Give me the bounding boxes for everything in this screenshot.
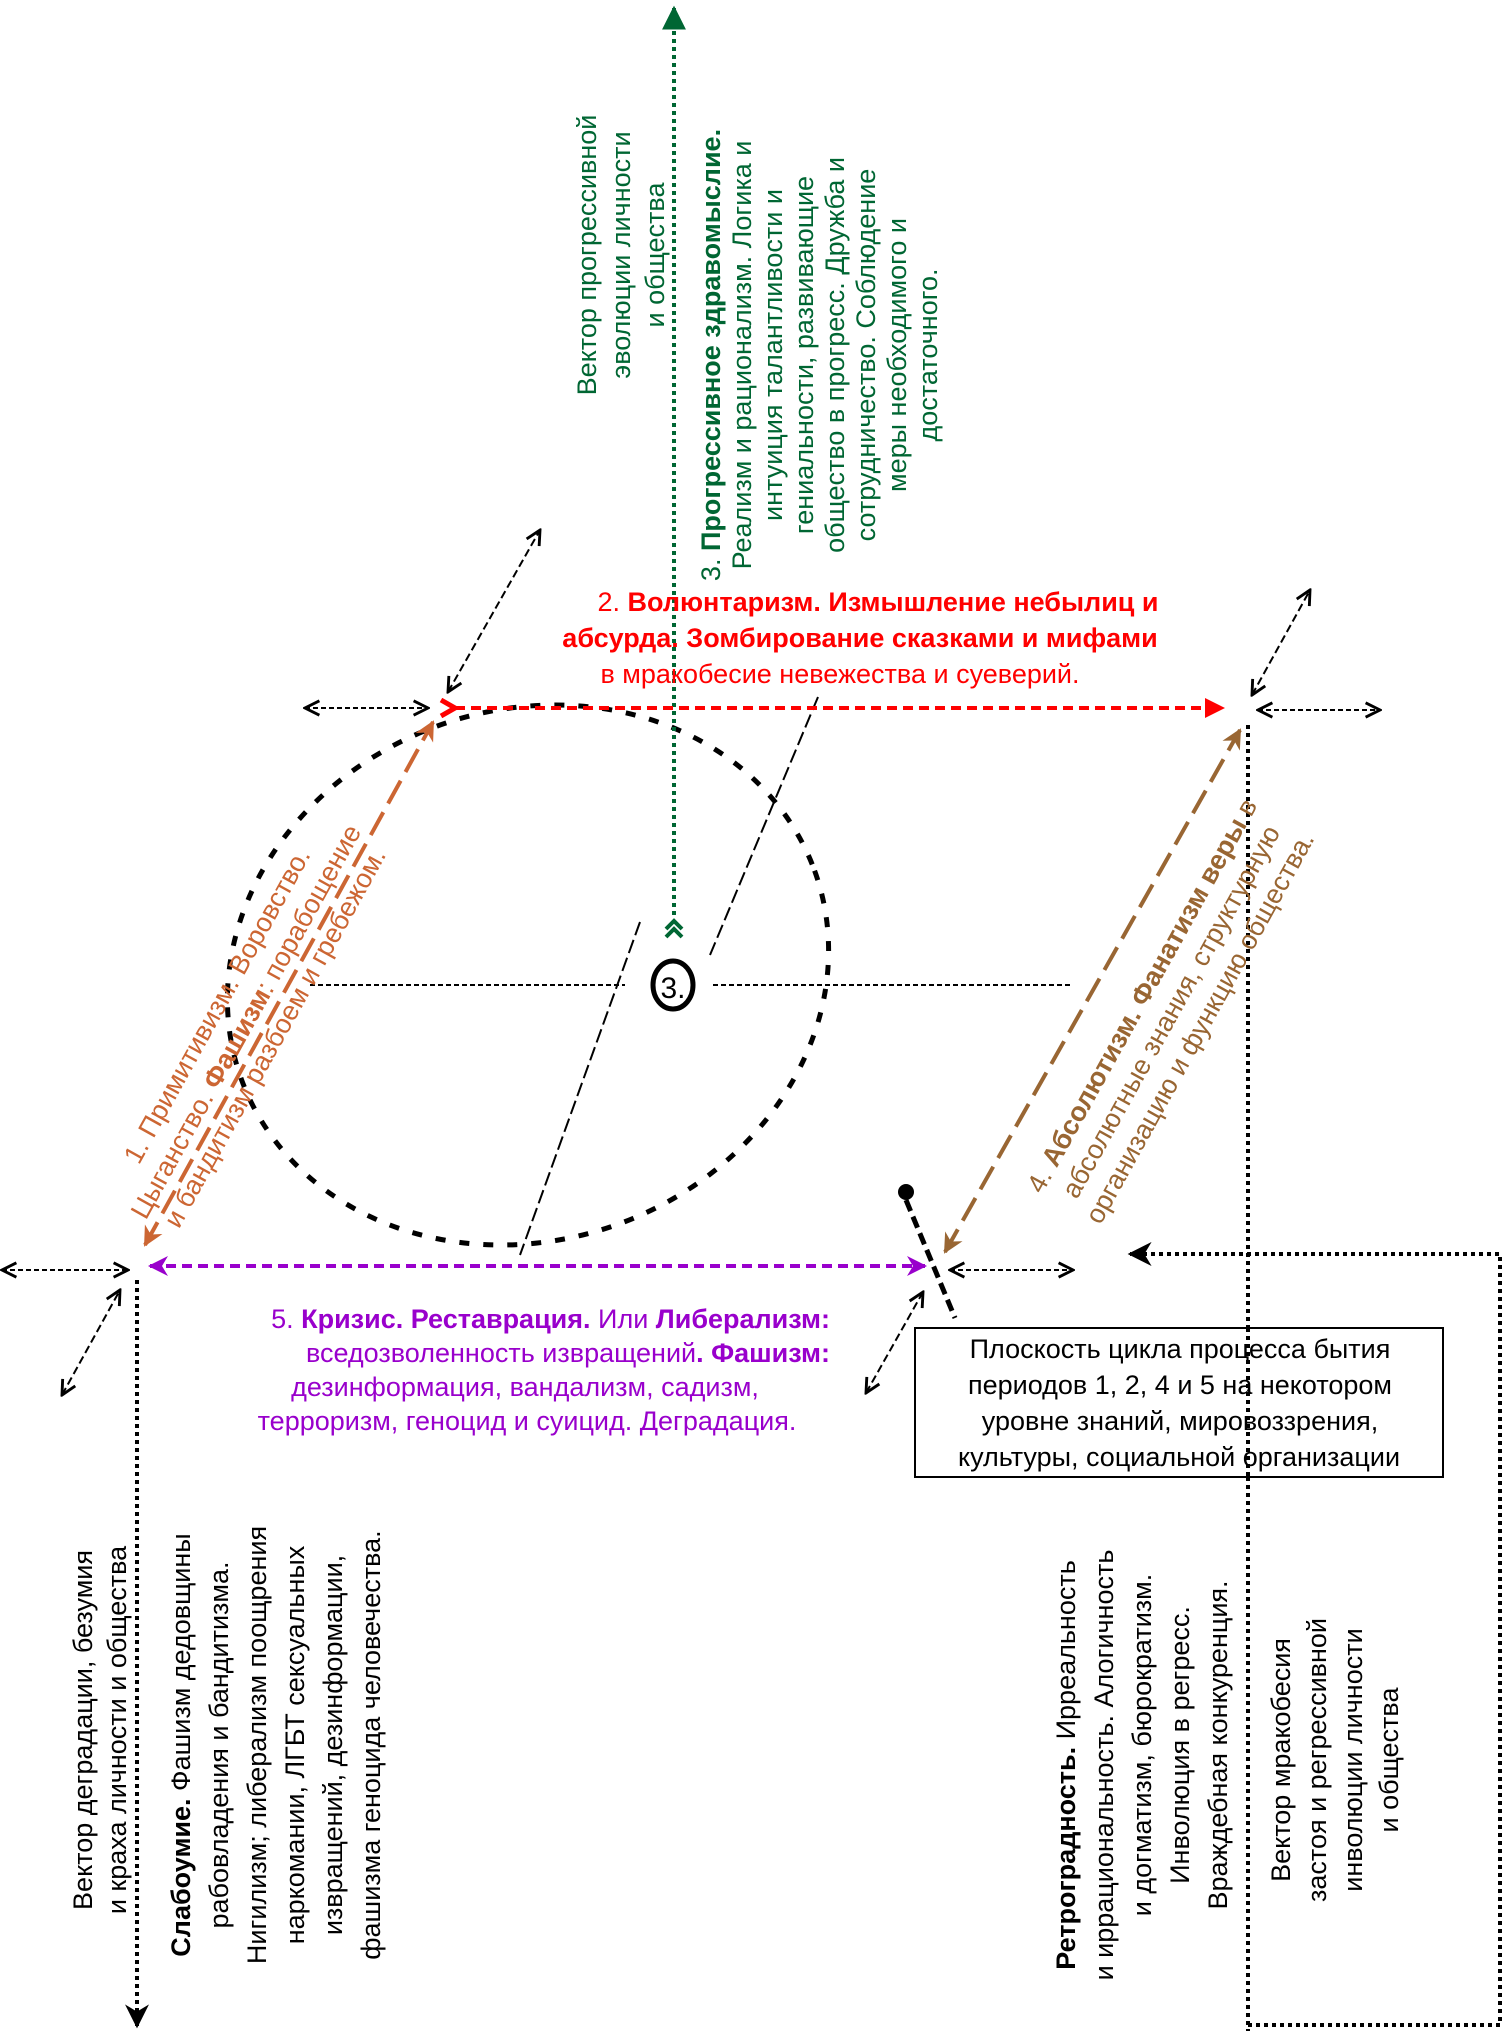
svg-text:дезинформация, вандализм, сади: дезинформация, вандализм, садизм, bbox=[291, 1372, 759, 1402]
plane-arrow-bottom-left-d bbox=[62, 1290, 120, 1395]
regress-vector-label: Вектор мракобесия застоя и регрессивной … bbox=[1266, 1618, 1404, 1902]
svg-text:периодов 1, 2, 4 и 5 на некото: периодов 1, 2, 4 и 5 на некотором bbox=[968, 1370, 1392, 1400]
svg-text:5. Кризис. Реставрация. Или Ли: 5. Кризис. Реставрация. Или Либерализм: bbox=[271, 1304, 830, 1334]
svg-text:и догматизм, бюрократизм.: и догматизм, бюрократизм. bbox=[1127, 1574, 1157, 1916]
svg-text:Вектор деградации, безумия: Вектор деградации, безумия bbox=[68, 1550, 98, 1910]
plane-arrow-bottom-right-d bbox=[866, 1292, 923, 1393]
svg-text:эволюции личности: эволюции личности bbox=[606, 131, 636, 378]
regress-vector-loop bbox=[1127, 1242, 1502, 2027]
svg-text:рабовладения и бандитизма.: рабовладения и бандитизма. bbox=[204, 1562, 234, 1929]
period2-label: 2. Волюнтаризм. Измышление небылиц и абс… bbox=[562, 587, 1158, 689]
svg-text:общество в прогресс. Дружба и: общество в прогресс. Дружба и bbox=[820, 157, 850, 553]
svg-text:Вектор мракобесия: Вектор мракобесия bbox=[1266, 1638, 1296, 1882]
pivot-dot bbox=[898, 1184, 914, 1200]
svg-text:и иррациональность. Алогичност: и иррациональность. Алогичность bbox=[1089, 1550, 1119, 1981]
dementia-label: Слабоумие. Фашизм дедовщины рабовладения… bbox=[166, 1526, 386, 1964]
svg-text:терроризм, геноцид и суицид. Д: терроризм, геноцид и суицид. Деградация. bbox=[258, 1406, 797, 1436]
svg-text:инволюции личности: инволюции личности bbox=[1338, 1628, 1368, 1891]
plane-arrow-top-left-d bbox=[448, 530, 540, 692]
svg-text:Слабоумие. Фашизм дедовщины: Слабоумие. Фашизм дедовщины bbox=[166, 1533, 196, 1956]
svg-text:и краха личности и общества: и краха личности и общества bbox=[102, 1545, 132, 1914]
pivot-segment bbox=[903, 1199, 958, 1319]
svg-text:Цыганство. Фашизм: порабощение: Цыганство. Фашизм: порабощение bbox=[125, 820, 367, 1224]
svg-text:фашизма геноцида человечества.: фашизма геноцида человечества. bbox=[356, 1530, 386, 1959]
retrogradeness-label: Ретроградность. Ирреальность и иррациона… bbox=[1051, 1550, 1233, 1981]
progress-vector-label: Вектор прогрессивной эволюции личности и… bbox=[572, 115, 670, 396]
svg-text:Враждебная конкуренция.: Враждебная конкуренция. bbox=[1203, 1580, 1233, 1909]
svg-text:гениальности, развивающие: гениальности, развивающие bbox=[789, 176, 819, 534]
period4-label: 4. Абсолютизм. Фанатизм веры в абсолютны… bbox=[1021, 794, 1320, 1229]
center-node bbox=[650, 958, 696, 1012]
svg-text:абсолютные знания, структурную: абсолютные знания, структурную bbox=[1056, 820, 1286, 1202]
svg-text:Плоскость цикла процесса бытия: Плоскость цикла процесса бытия bbox=[970, 1334, 1391, 1364]
svg-text:и общества: и общества bbox=[1374, 1687, 1404, 1833]
degradation-vector-label: Вектор деградации, безумия и краха лично… bbox=[68, 1545, 132, 1914]
plane-box: Плоскость цикла процесса бытия периодов … bbox=[914, 1327, 1444, 1478]
svg-text:наркомании, ЛГБТ сексуальных: наркомании, ЛГБТ сексуальных bbox=[280, 1545, 310, 1944]
svg-text:Вектор прогрессивной: Вектор прогрессивной bbox=[572, 115, 602, 396]
period5-label: 5. Кризис. Реставрация. Или Либерализм: … bbox=[258, 1304, 830, 1436]
svg-text:Инволюция в регресс.: Инволюция в регресс. bbox=[1165, 1606, 1195, 1884]
svg-text:извращений, дезинформации,: извращений, дезинформации, bbox=[318, 1555, 348, 1935]
plane-arrow-top-right-d bbox=[1252, 590, 1310, 695]
period1-label: 1. Примитивизм. Воровство. Цыганство. Фа… bbox=[118, 820, 392, 1233]
svg-text:вседозволенность извращений. Ф: вседозволенность извращений. Фашизм: bbox=[306, 1338, 830, 1368]
period1-arrow bbox=[143, 720, 435, 1247]
svg-text:и общества: и общества bbox=[640, 182, 670, 328]
svg-text:культуры, социальной организац: культуры, социальной организации bbox=[958, 1442, 1400, 1472]
svg-text:Ретроградность. Ирреальность: Ретроградность. Ирреальность bbox=[1051, 1560, 1081, 1970]
svg-text:3. Прогрессивное здравомыслие.: 3. Прогрессивное здравомыслие. bbox=[696, 129, 726, 581]
svg-text:Нигилизм; либерализм поощрения: Нигилизм; либерализм поощрения bbox=[242, 1526, 272, 1964]
svg-text:сотрудничество. Соблюдение: сотрудничество. Соблюдение bbox=[851, 169, 881, 542]
svg-text:в мракобесие невежества и суев: в мракобесие невежества и суеверий. bbox=[600, 659, 1079, 689]
svg-text:меры необходимого и: меры необходимого и bbox=[882, 218, 912, 492]
center-node-label: 3. bbox=[660, 972, 685, 1005]
svg-text:застоя и регрессивной: застоя и регрессивной bbox=[1302, 1618, 1332, 1902]
svg-text:достаточного.: достаточного. bbox=[913, 268, 943, 441]
svg-text:интуиция талантливости и: интуиция талантливости и bbox=[758, 189, 788, 521]
diagonal-axis-upper bbox=[709, 696, 819, 956]
svg-text:2. Волюнтаризм. Измышление неб: 2. Волюнтаризм. Измышление небылиц и bbox=[597, 587, 1158, 617]
period4-arrow bbox=[943, 728, 1242, 1254]
diagonal-axis-lower bbox=[519, 921, 641, 1256]
svg-text:уровне знаний, мировоззрения,: уровне знаний, мировоззрения, bbox=[982, 1406, 1378, 1436]
svg-text:абсурда. Зомбирование сказками: абсурда. Зомбирование сказками и мифами bbox=[562, 623, 1157, 653]
progress-vector-chevrons bbox=[664, 918, 684, 939]
period3-label: 3. Прогрессивное здравомыслие. Реализм и… bbox=[696, 129, 943, 581]
svg-text:Реализм и рационализм. Логика: Реализм и рационализм. Логика и bbox=[727, 141, 757, 570]
